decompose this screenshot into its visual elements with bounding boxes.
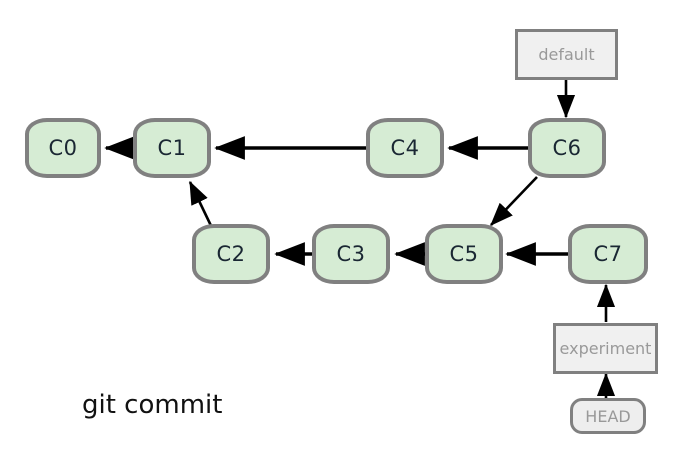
commit-node-c3[interactable]: C3 — [312, 224, 390, 284]
commit-label: C5 — [449, 242, 479, 266]
head-pointer[interactable]: HEAD — [570, 398, 646, 434]
edge-c6-to-c5 — [490, 176, 538, 226]
branch-label-text: experiment — [559, 339, 652, 358]
branch-label-text: default — [538, 45, 595, 64]
commit-label: C1 — [157, 136, 187, 160]
diagram-caption: git commit — [82, 390, 223, 420]
commit-label: C0 — [48, 136, 78, 160]
head-pointer-text: HEAD — [585, 406, 631, 426]
branch-label-default[interactable]: default — [515, 29, 618, 80]
commit-node-c7[interactable]: C7 — [568, 224, 648, 284]
commit-node-c4[interactable]: C4 — [366, 118, 444, 178]
commit-label: C6 — [552, 136, 582, 160]
commit-node-c2[interactable]: C2 — [192, 224, 270, 284]
commit-label: C2 — [216, 242, 246, 266]
branch-label-experiment[interactable]: experiment — [553, 323, 658, 374]
commit-label: C3 — [336, 242, 366, 266]
commit-node-c1[interactable]: C1 — [133, 118, 211, 178]
commit-node-c0[interactable]: C0 — [25, 118, 101, 178]
commit-label: C4 — [390, 136, 420, 160]
commit-node-c6[interactable]: C6 — [528, 118, 606, 178]
commit-label: C7 — [593, 242, 623, 266]
commit-node-c5[interactable]: C5 — [425, 224, 503, 284]
